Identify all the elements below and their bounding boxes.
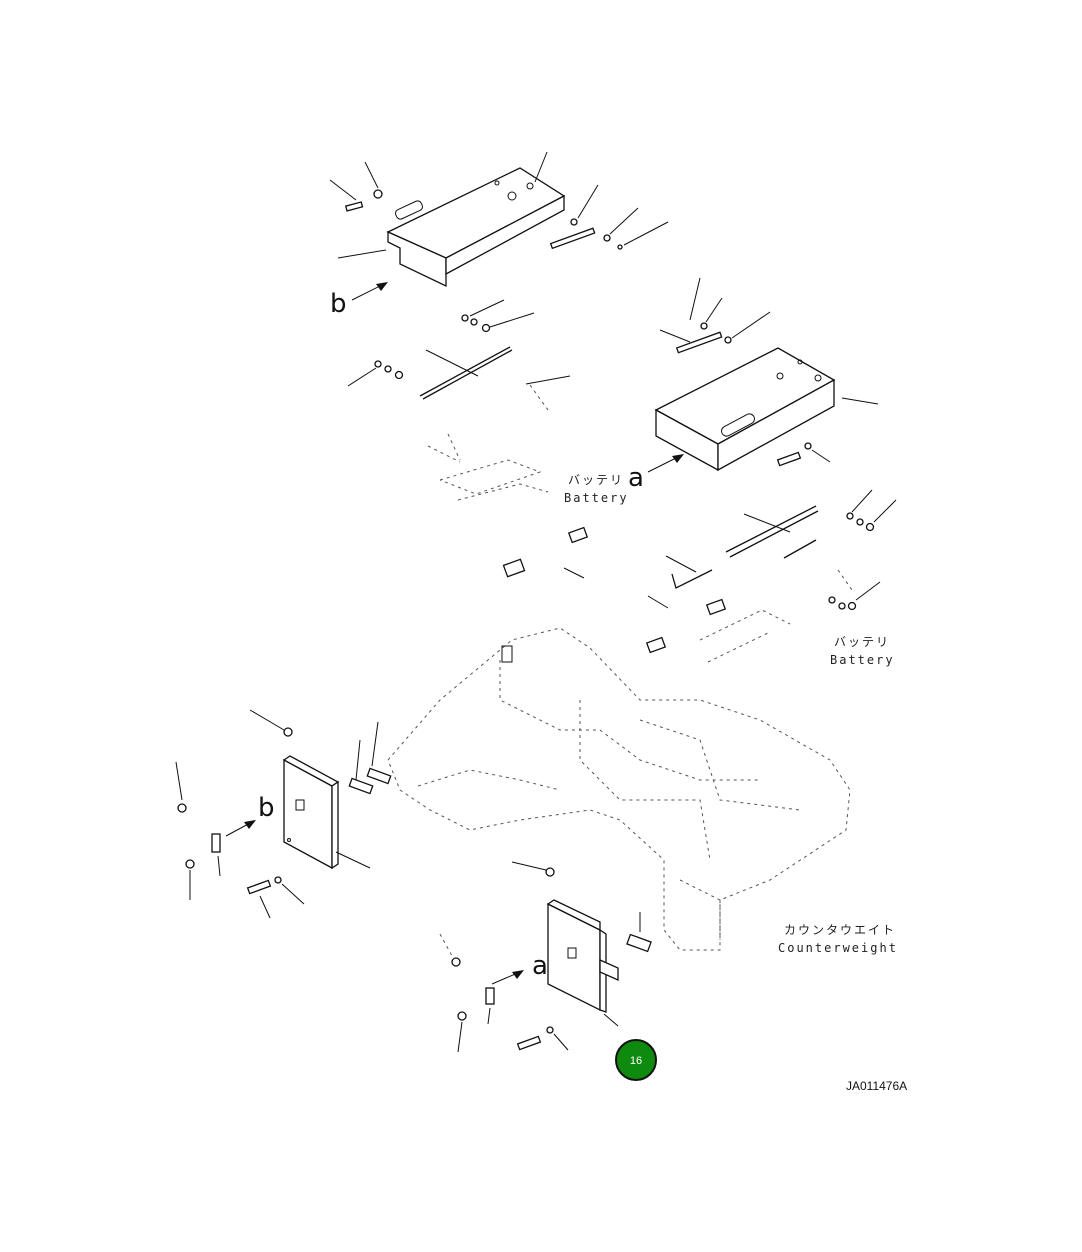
callout-a-lower: a <box>491 951 548 985</box>
frame-pad <box>626 933 652 953</box>
battery-pads <box>502 526 727 654</box>
callout-b-lower-label: b <box>258 793 275 823</box>
battery-hold-rods <box>347 299 571 461</box>
callout-a-upper: a <box>628 454 684 493</box>
callout-b-upper-label: b <box>330 289 347 319</box>
left-side-cover <box>282 755 340 870</box>
callout-b-lower: b <box>225 793 275 837</box>
battery-label-1-en: Battery <box>564 491 629 505</box>
battery-label-2: バッテリ Battery <box>830 635 895 667</box>
left-cover-hardware <box>175 709 392 919</box>
item-number-badge-label: 16 <box>630 1055 642 1067</box>
battery-label-1: バッテリ Battery <box>564 473 629 505</box>
battery-label-2-jp: バッテリ <box>834 635 890 649</box>
battery-unit-left <box>427 445 549 501</box>
counterweight-label: カウンタウエイト Counterweight <box>778 923 898 955</box>
callout-a-upper-label: a <box>628 463 644 493</box>
battery-label-1-jp: バッテリ <box>568 473 624 487</box>
right-side-cover <box>546 899 619 1013</box>
callout-b-upper: b <box>330 282 388 319</box>
battery-unit-right <box>699 609 791 663</box>
right-cover-hardware <box>439 861 619 1053</box>
drawing-code: JA011476A <box>846 1079 907 1093</box>
battery-label-2-en: Battery <box>830 653 895 667</box>
machine-frame-outline <box>387 627 851 951</box>
callout-a-lower-label: a <box>532 951 548 981</box>
upper-leader-lines <box>329 151 669 259</box>
counterweight-label-en: Counterweight <box>778 941 898 955</box>
item-number-badge[interactable]: 16 <box>615 1039 657 1081</box>
upper-battery-cover <box>386 167 566 288</box>
battery-rods-right <box>665 489 897 611</box>
upper-cover-hardware <box>344 189 623 250</box>
counterweight-label-jp: カウンタウエイト <box>784 923 896 937</box>
battery-box <box>654 347 836 472</box>
battery-box-hardware <box>659 277 879 467</box>
